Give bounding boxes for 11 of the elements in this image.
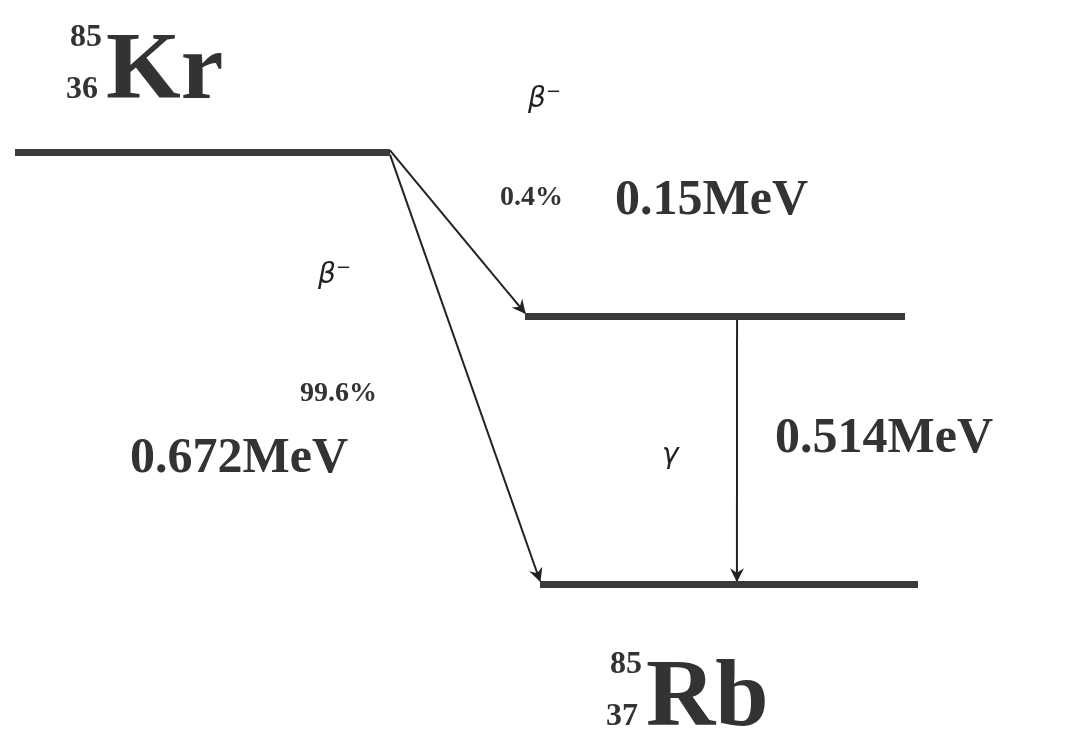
energy-value: 0.514MeV bbox=[775, 410, 993, 460]
arrow bbox=[729, 319, 744, 583]
edge-label: β$^{−}$ bbox=[318, 258, 351, 289]
energy-value: 0.672MeV bbox=[130, 430, 348, 480]
branching-ratio: 99.6% bbox=[300, 378, 377, 406]
branching-ratio: 0.4% bbox=[500, 182, 563, 210]
edge-label: γ bbox=[662, 440, 679, 468]
energy-value: 0.15MeV bbox=[615, 172, 808, 222]
edge-label: β$^{−}$ bbox=[528, 82, 561, 113]
arrow bbox=[389, 153, 543, 583]
arrow bbox=[389, 149, 526, 314]
